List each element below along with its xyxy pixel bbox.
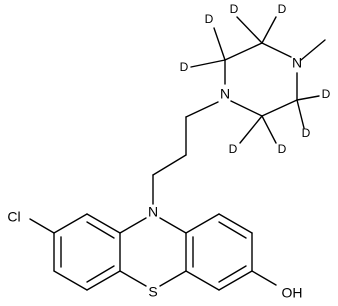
bond-right-2b [218, 221, 247, 239]
atom-chlorine: Cl [7, 209, 20, 225]
bond-right-2 [218, 213, 253, 234]
bond-right-1 [185, 213, 220, 234]
bond-ring-n-right [159, 217, 187, 234]
bond-pip-2 [224, 42, 263, 61]
bond-ring-s-right [159, 270, 187, 287]
deuterium-label: D [205, 12, 214, 26]
deuterium-label: D [230, 2, 239, 16]
deuterium-labels: D D D D D D D D [180, 2, 331, 156]
bond-left-5b [86, 265, 115, 283]
bond-left-1 [86, 213, 121, 234]
bond-ring-n-left [119, 217, 147, 234]
bond-cd-4 [261, 16, 277, 44]
bond-cl [29, 218, 55, 234]
bond-cd-3 [236, 16, 263, 44]
bonds [29, 16, 326, 291]
bond-left-1b [86, 221, 115, 239]
bond-left-5 [86, 270, 121, 291]
deuterium-label: D [322, 87, 331, 101]
bond-right-4b [218, 265, 247, 283]
bond-right-5 [185, 270, 220, 291]
bond-methyl [300, 39, 326, 61]
atom-labels: Cl N S OH N N [7, 55, 302, 301]
atom-piperazine-n-lower: N [220, 86, 230, 102]
deuterium-label: D [278, 142, 287, 156]
deuterium-label: D [278, 2, 287, 16]
bond-left-2 [53, 213, 88, 234]
bond-pip-5 [261, 99, 298, 117]
bond-cd-1 [213, 27, 226, 61]
bond-right-4 [218, 270, 253, 291]
bond-pip-1 [261, 42, 292, 58]
bond-chain-1 [185, 101, 219, 118]
bond-left-4 [53, 270, 88, 291]
deuterium-label: D [229, 142, 238, 156]
bond-cd-5 [296, 95, 320, 101]
atom-phenothiazine-nitrogen: N [148, 204, 158, 220]
deuterium-label: D [302, 126, 311, 140]
bond-cd-2 [190, 59, 226, 68]
bond-oh [251, 270, 277, 286]
atom-hydroxyl: OH [282, 285, 303, 301]
bond-ring-s-left [119, 270, 147, 287]
bond-chain-3 [152, 154, 187, 176]
bond-cd-6 [296, 99, 305, 129]
atom-sulfur: S [148, 284, 157, 300]
bond-cd-7 [239, 115, 263, 144]
atom-piperazine-n-upper: N [292, 55, 302, 71]
bond-pip-4 [230, 100, 263, 117]
bond-cd-8 [261, 115, 277, 144]
deuterium-label: D [180, 60, 189, 74]
